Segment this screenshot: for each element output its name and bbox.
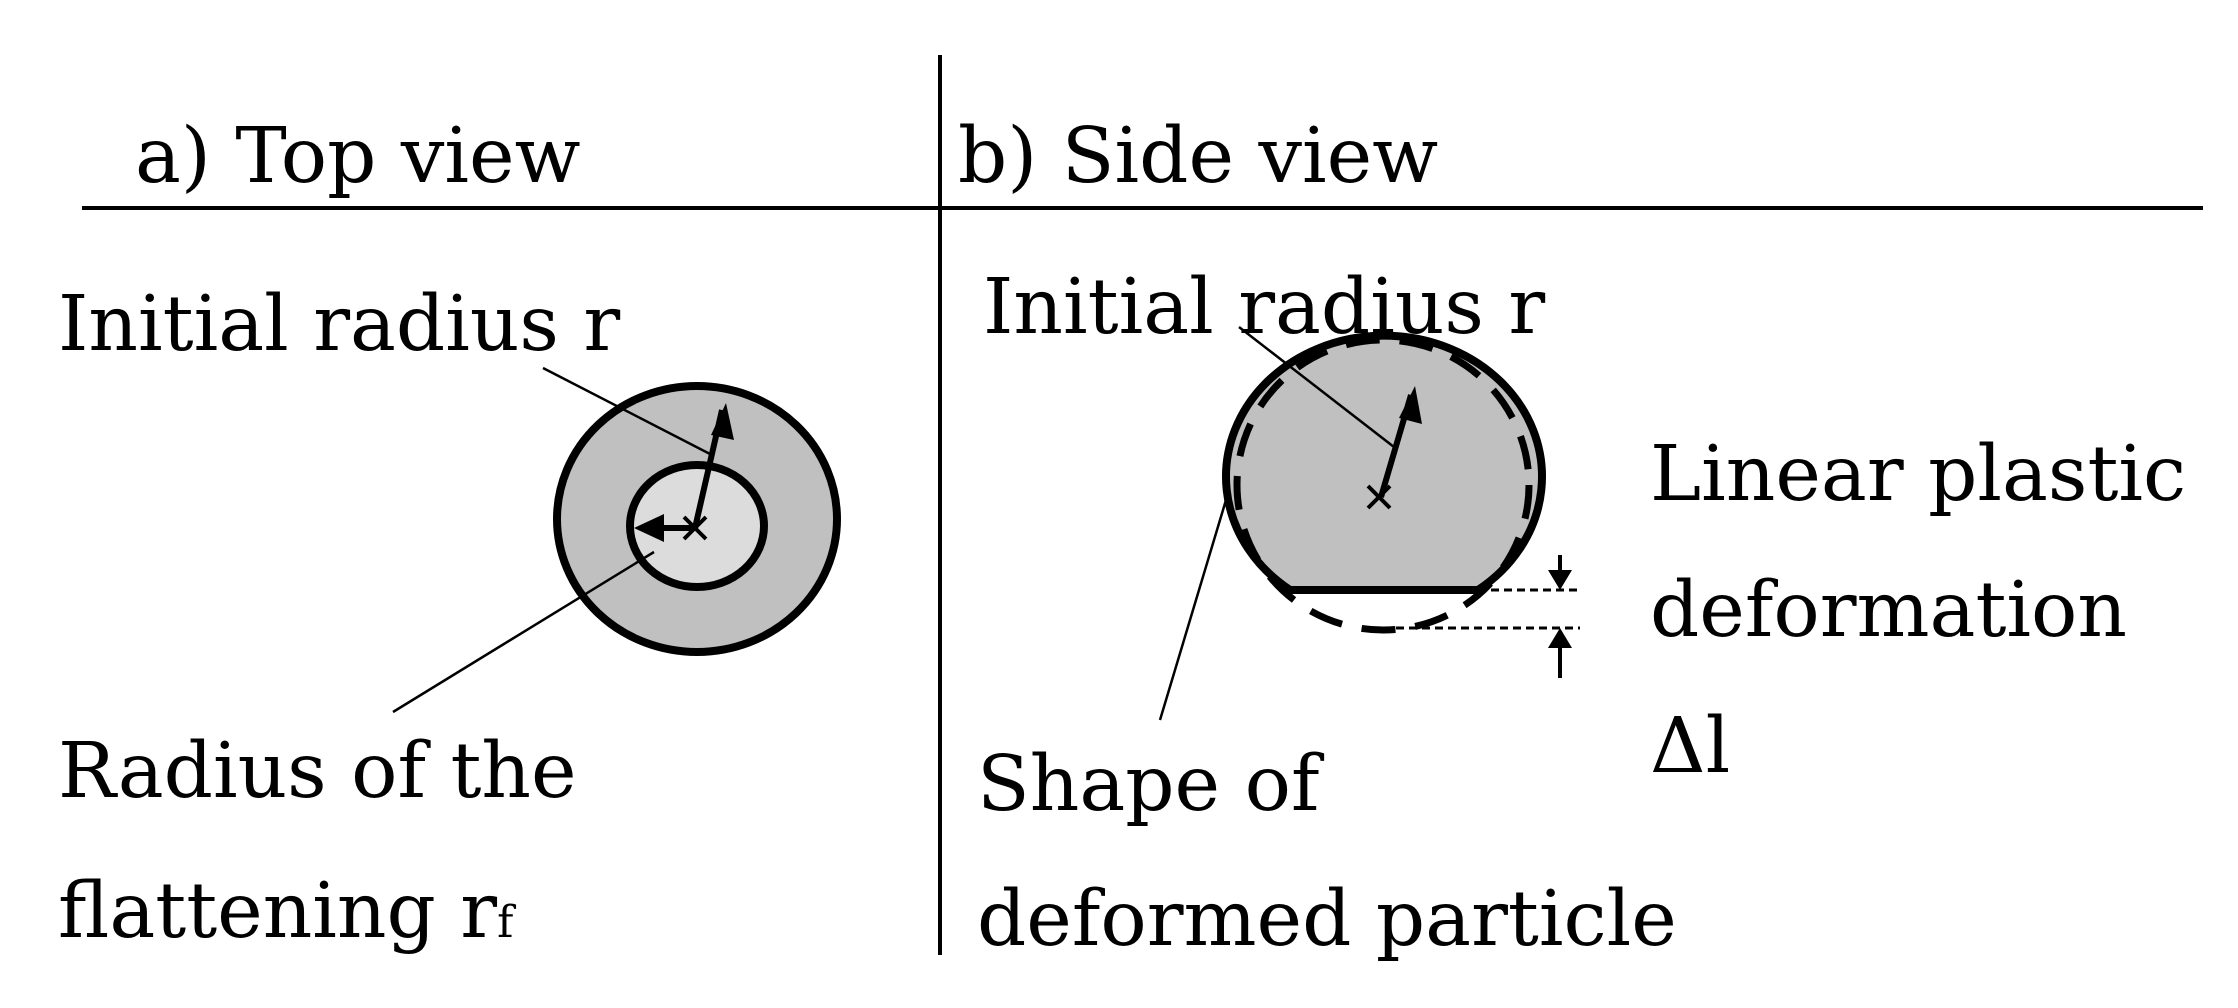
deformation-label-line1: Linear plastic — [1650, 430, 2186, 519]
deformed-shape-label-line2: deformed particle — [977, 875, 1677, 964]
deformed-shape-label-line1: Shape of — [977, 740, 1325, 829]
top-view-flattening-radius-arrowhead — [634, 514, 664, 542]
side-view-panel: Initial radius r Linear plastic deformat… — [977, 263, 2186, 964]
deformation-bottom-arrowhead — [1548, 628, 1572, 648]
top-view-title: a) Top view — [135, 112, 581, 201]
top-view-initial-radius-arrowhead — [711, 403, 734, 440]
side-view-deformed-shape-leader — [1158, 499, 1228, 721]
side-view-initial-radius-arrowhead — [1399, 386, 1422, 424]
side-view-original-shape — [1233, 336, 1533, 634]
side-view-flattened-particle — [1222, 331, 1546, 594]
deformation-top-arrowhead — [1548, 570, 1572, 590]
side-view-title: b) Side view — [958, 112, 1438, 201]
top-view-initial-radius-leader — [542, 366, 711, 456]
deformation-label-line3: Δl — [1650, 702, 1730, 791]
deformation-indicator — [1383, 555, 1580, 678]
side-view-initial-radius-leader — [1238, 326, 1395, 448]
side-view-initial-radius-label: Initial radius r — [983, 263, 1545, 352]
deformation-label-line2: deformation — [1650, 566, 2127, 655]
top-view-panel: Initial radius r Radius of the flattenin… — [58, 280, 841, 956]
top-view-flattening-label-line1: Radius of the — [58, 727, 577, 816]
flattening-subscript: f — [497, 897, 516, 948]
flattening-label-text: flattening r — [58, 867, 497, 956]
top-view-flattening-leader — [392, 550, 655, 714]
top-view-initial-radius-label: Initial radius r — [58, 280, 620, 369]
side-view-center-mark — [1366, 484, 1392, 510]
top-view-flattening-label-line2: flattening rf — [58, 867, 516, 956]
